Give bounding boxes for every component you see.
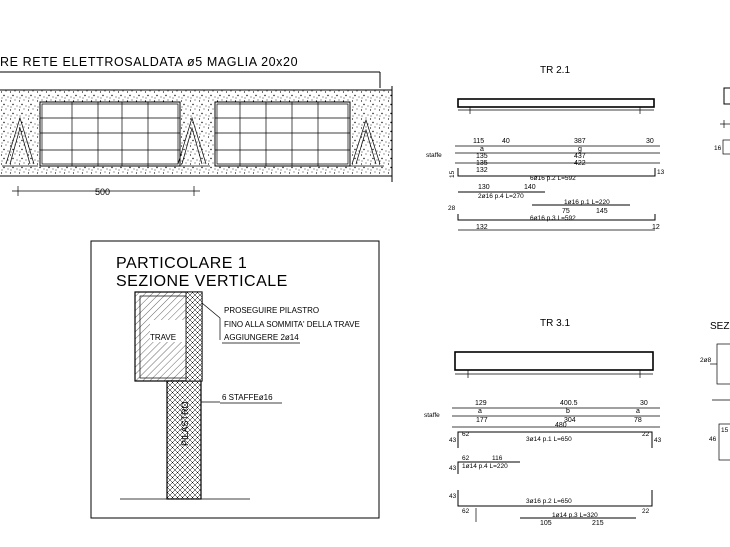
svg-text:2ø8: 2ø8 bbox=[700, 357, 712, 364]
column-upper bbox=[185, 291, 203, 382]
slab-title: RE RETE ELETTROSALDATA ø5 MAGLIA 20x20 bbox=[0, 55, 298, 69]
svg-text:16: 16 bbox=[714, 145, 722, 152]
svg-text:78: 78 bbox=[634, 417, 642, 424]
tr21-bar-p1-label: 1ø16 p.1 L=220 bbox=[564, 199, 610, 206]
svg-text:132: 132 bbox=[476, 224, 488, 231]
svg-text:135: 135 bbox=[476, 153, 488, 160]
svg-text:a: a bbox=[636, 408, 640, 415]
tr21-bar-p2 bbox=[457, 168, 656, 177]
svg-text:132: 132 bbox=[476, 167, 488, 174]
note2: 6 STAFFEø16 bbox=[222, 393, 273, 402]
svg-text:30: 30 bbox=[646, 138, 654, 145]
svg-text:43: 43 bbox=[449, 493, 457, 500]
slab-section: RE RETE ELETTROSALDATA ø5 MAGLIA 20x20 bbox=[0, 55, 393, 197]
svg-text:105: 105 bbox=[540, 520, 552, 527]
svg-text:387: 387 bbox=[574, 138, 586, 145]
svg-text:22: 22 bbox=[642, 508, 650, 515]
tr31-bar-p4 bbox=[457, 461, 520, 474]
svg-text:130: 130 bbox=[478, 184, 490, 191]
svg-text:62: 62 bbox=[462, 508, 470, 515]
svg-text:30: 30 bbox=[640, 400, 648, 407]
svg-text:304: 304 bbox=[564, 417, 576, 424]
tr31-bar-p2 bbox=[457, 490, 653, 507]
tr21-beam bbox=[457, 98, 655, 108]
right-edge-fragments: 16 SEZ 2ø8 46 15 bbox=[700, 87, 730, 461]
svg-text:145: 145 bbox=[596, 208, 608, 215]
particolare-1: PARTICOLARE 1 SEZIONE VERTICALE TRAVE PI… bbox=[90, 240, 380, 519]
svg-text:b: b bbox=[566, 408, 570, 415]
svg-text:SEZ: SEZ bbox=[710, 321, 729, 332]
tr31-title: TR 3.1 bbox=[540, 318, 570, 329]
rib-rebars bbox=[2, 116, 384, 167]
svg-text:a: a bbox=[478, 408, 482, 415]
svg-text:12: 12 bbox=[652, 224, 660, 231]
tr21-title: TR 2.1 bbox=[540, 65, 570, 76]
svg-text:115: 115 bbox=[473, 138, 484, 145]
svg-text:43: 43 bbox=[449, 465, 457, 472]
tr31-bar-p1 bbox=[457, 431, 653, 448]
tr21-staffe-label: staffe bbox=[426, 152, 442, 159]
svg-text:28: 28 bbox=[448, 205, 456, 212]
block-group-right bbox=[214, 101, 351, 167]
column-label: PILASTRO bbox=[180, 401, 190, 446]
block-group-left bbox=[39, 101, 181, 167]
svg-text:43: 43 bbox=[449, 437, 457, 444]
svg-text:40: 40 bbox=[502, 138, 510, 145]
svg-text:437: 437 bbox=[574, 153, 586, 160]
tr21-bar-p3 bbox=[457, 214, 656, 221]
svg-text:129: 129 bbox=[475, 400, 487, 407]
tr21-bar-p4-label: 2ø16 p.4 L=270 bbox=[478, 193, 524, 200]
svg-text:22: 22 bbox=[642, 431, 650, 438]
tr31-bar-p2-label: 3ø16 p.2 L=650 bbox=[526, 498, 572, 505]
svg-text:75: 75 bbox=[562, 208, 570, 215]
svg-text:140: 140 bbox=[524, 184, 536, 191]
svg-text:43: 43 bbox=[654, 437, 662, 444]
svg-text:480: 480 bbox=[555, 422, 567, 429]
svg-text:13: 13 bbox=[657, 169, 665, 176]
svg-text:15: 15 bbox=[449, 170, 456, 178]
tr31-beam bbox=[454, 351, 654, 371]
svg-text:a: a bbox=[480, 146, 484, 153]
beam-label: TRAVE bbox=[150, 333, 176, 342]
svg-text:116: 116 bbox=[492, 455, 503, 462]
svg-text:422: 422 bbox=[574, 160, 586, 167]
tr31-detail: TR 3.1 staffe 129 400.5 30 a b a 177 304… bbox=[424, 318, 662, 527]
tr21-bar-p3-label: 6ø16 p.3 L=592 bbox=[530, 215, 576, 222]
tr31-bar-p1-label: 3ø14 p.1 L=650 bbox=[526, 436, 572, 443]
svg-text:215: 215 bbox=[592, 520, 604, 527]
tr31-bar-p4-label: 1ø14 p.4 L=220 bbox=[462, 463, 508, 470]
svg-text:g: g bbox=[578, 146, 582, 153]
tr21-detail: TR 2.1 staffe 115 40 387 30 a 135 g 437 … bbox=[426, 65, 665, 231]
column-section bbox=[166, 380, 202, 500]
particolare-frame bbox=[90, 240, 380, 519]
svg-text:177: 177 bbox=[476, 417, 488, 424]
svg-text:46: 46 bbox=[709, 436, 717, 443]
note1-line2: FINO ALLA SOMMITA' DELLA TRAVE bbox=[224, 320, 360, 329]
note1-line1: PROSEGUIRE PILASTRO bbox=[224, 306, 319, 315]
svg-text:62: 62 bbox=[462, 431, 470, 438]
dim-500: 500 bbox=[95, 187, 110, 197]
svg-text:15: 15 bbox=[721, 427, 729, 434]
particolare-title-2: SEZIONE VERTICALE bbox=[116, 273, 288, 290]
tr31-bar-p3-label: 1ø14 p.3 L=320 bbox=[552, 512, 598, 519]
tr31-staffe-label: staffe bbox=[424, 412, 440, 419]
svg-text:135: 135 bbox=[476, 160, 488, 167]
note1-line3: AGGIUNGERE 2ø14 bbox=[224, 333, 299, 342]
svg-text:62: 62 bbox=[462, 455, 470, 462]
tr21-bar-p2-label: 6ø16 p.2 L=592 bbox=[530, 175, 576, 182]
particolare-title-1: PARTICOLARE 1 bbox=[116, 255, 247, 272]
svg-text:400.5: 400.5 bbox=[560, 400, 578, 407]
